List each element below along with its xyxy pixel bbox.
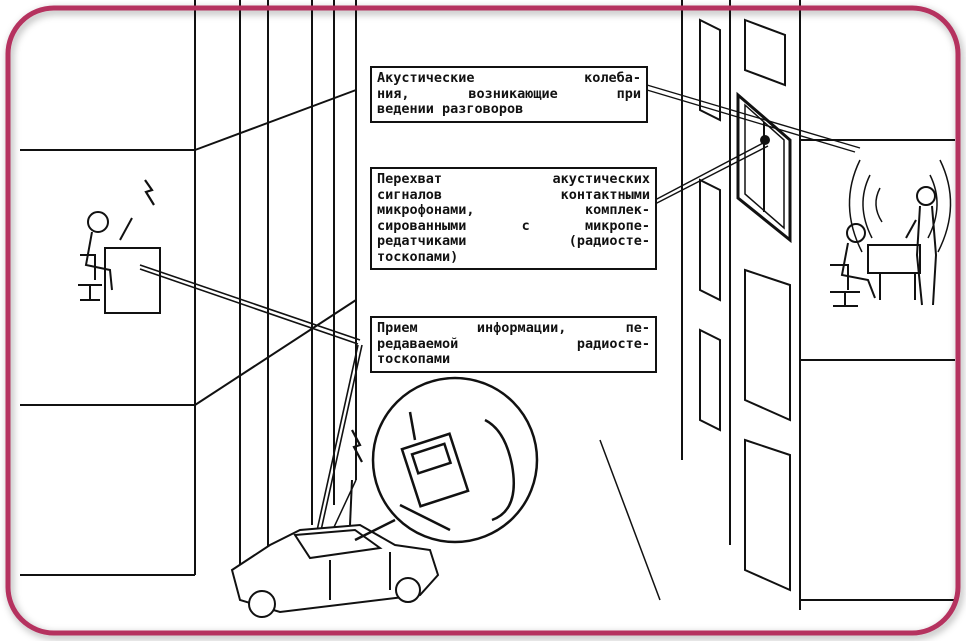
- left-building: [20, 0, 356, 590]
- callout-intercept-line: тоскопами): [377, 250, 650, 266]
- zoom-inset: [355, 378, 537, 542]
- callout-intercept-line: микрофонами, комплек-: [377, 203, 650, 219]
- callout-leaders: [647, 85, 860, 204]
- callout-acoustic: Акустические колеба- ния, возникающие пр…: [370, 66, 648, 123]
- callout-intercept-line: Перехват акустических: [377, 172, 650, 188]
- callout-reception-line: тоскопами: [377, 352, 650, 368]
- callout-reception-line: Прием информации, пе-: [377, 321, 650, 337]
- callout-intercept-line: редатчиками (радиосте-: [377, 234, 650, 250]
- right-building: [682, 0, 955, 610]
- callout-reception: Прием информации, пе- редаваемой радиост…: [370, 316, 657, 373]
- callout-acoustic-line: ния, возникающие при: [377, 87, 641, 103]
- callout-reception-line: редаваемой радиосте-: [377, 337, 650, 353]
- callout-acoustic-line: Акустические колеба-: [377, 71, 641, 87]
- callout-intercept-line: сированными с микропе-: [377, 219, 650, 235]
- radio-link: [140, 265, 362, 535]
- left-office-person: [78, 180, 160, 313]
- right-office-people: [830, 187, 936, 306]
- callout-intercept: Перехват акустических сигналов контактны…: [370, 167, 657, 270]
- callout-acoustic-line: ведении разговоров: [377, 102, 641, 118]
- callout-intercept-line: сигналов контактными: [377, 188, 650, 204]
